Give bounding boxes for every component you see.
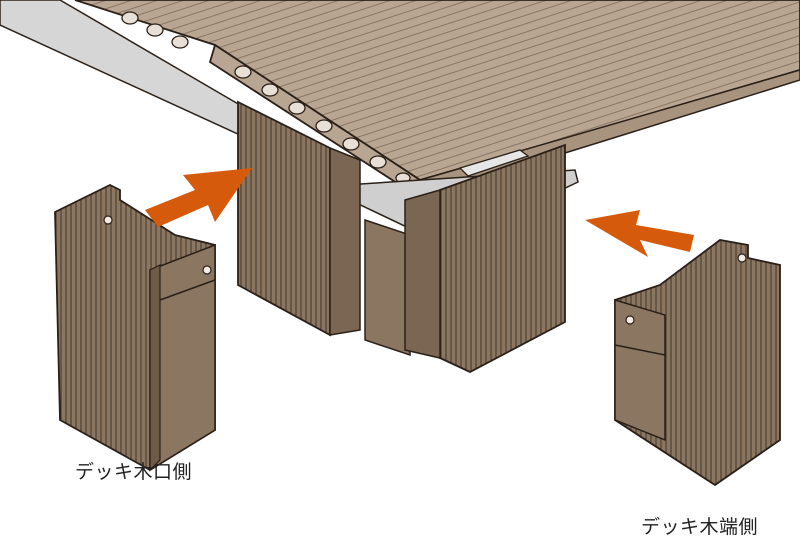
mounted-post-left <box>237 100 331 337</box>
arrow-left-icon <box>145 168 252 227</box>
label-side-edge: デッキ木端側 <box>641 516 759 538</box>
clip-piece-butt-end <box>54 183 216 472</box>
clip-piece-side-edge <box>614 239 781 487</box>
label-butt-end-side: デッキ木口側 <box>75 461 193 483</box>
arrow-right-icon <box>585 210 694 257</box>
